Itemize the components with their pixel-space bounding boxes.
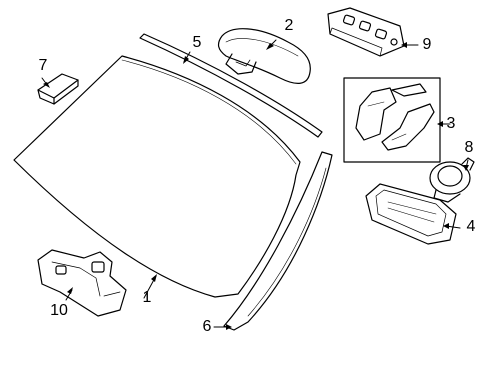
side-pillar-molding	[223, 151, 333, 331]
callout-5: 5	[192, 34, 202, 51]
windshield-glass	[13, 55, 301, 298]
rear-view-mirror	[217, 28, 311, 84]
arrowheads	[43, 42, 469, 330]
callout-3: 3	[446, 115, 456, 132]
upper-molding-strip	[139, 33, 323, 138]
callout-7: 7	[38, 57, 48, 74]
callout-6: 6	[202, 318, 212, 335]
overhead-console	[327, 7, 405, 57]
callout-4: 4	[466, 218, 476, 235]
rain-sensor	[429, 157, 475, 203]
callout-2: 2	[284, 17, 294, 34]
callout-1: 1	[142, 289, 152, 306]
lower-bracket	[37, 249, 127, 317]
cover-block	[37, 73, 79, 105]
callout-9: 9	[422, 36, 432, 53]
callout-8: 8	[464, 139, 474, 156]
callout-10: 10	[50, 302, 68, 319]
bracket-set	[343, 77, 441, 163]
